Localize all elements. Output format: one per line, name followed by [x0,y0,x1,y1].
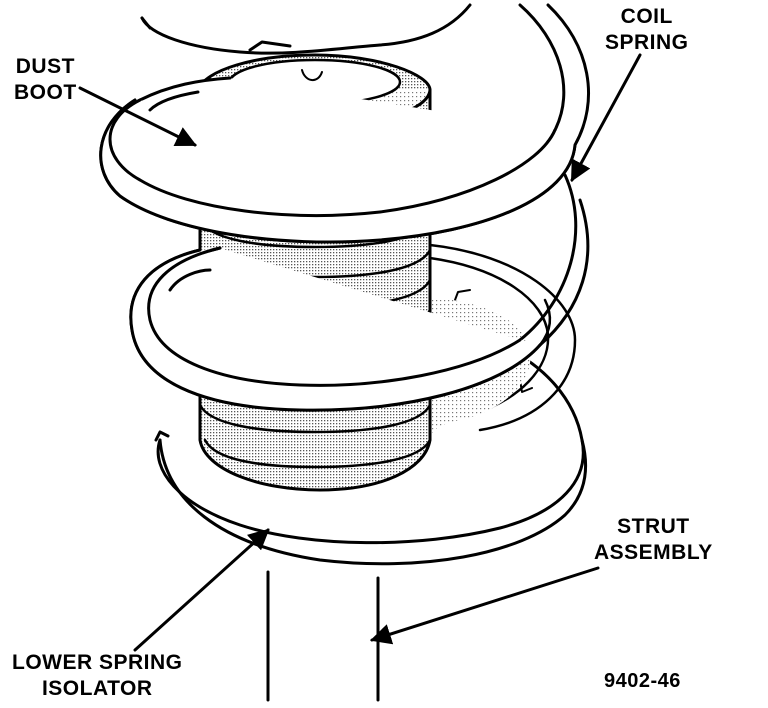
coil-spring [99,3,590,412]
dust-boot-label-line2: BOOT [14,81,77,104]
strut-assembly-label: STRUT ASSEMBLY [594,514,713,566]
lower-spring-isolator-label-line2: ISOLATOR [41,677,153,700]
leader-lines [78,53,642,652]
dust-boot-label: DUST BOOT [14,54,77,106]
coil-spring-label-line2: SPRING [605,31,689,54]
figure-number: 9402-46 [604,670,681,692]
coil-spring-label-line1: COIL [620,5,673,28]
strut-assembly-label-line1: STRUT [617,515,690,538]
dust-boot-label-line1: DUST [15,55,75,78]
lower-spring-isolator-label: LOWER SPRING ISOLATOR [12,650,183,702]
strut-body [266,570,380,702]
coil-spring-label: COIL SPRING [605,4,689,56]
strut-assembly-label-line2: ASSEMBLY [594,541,713,564]
lower-spring-isolator-label-line1: LOWER SPRING [12,651,183,674]
upper-spring-seat [140,3,472,55]
